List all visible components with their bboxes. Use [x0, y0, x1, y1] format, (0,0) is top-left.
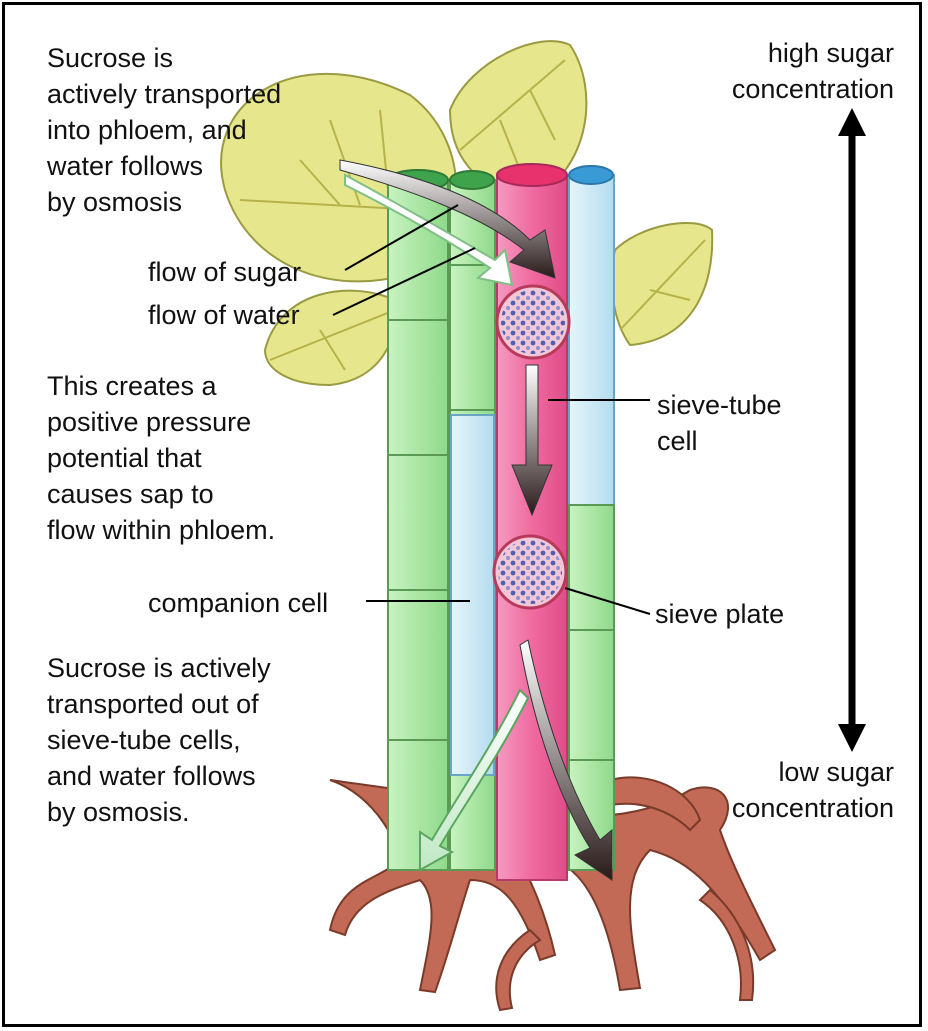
blue-tube [569, 166, 614, 870]
sieve-plate-label: sieve plate [655, 596, 784, 632]
flow-of-sugar-label: flow of sugar [148, 254, 301, 290]
sucrose-out-label: Sucrose is actively transported out of s… [47, 650, 271, 830]
sieve-plate-upper [497, 286, 569, 358]
flow-of-water-label: flow of water [148, 297, 300, 333]
low-sugar-label: low sugar concentration [732, 754, 894, 826]
sieve-plate-lower [494, 536, 566, 608]
pressure-potential-label: This creates a positive pressure potenti… [47, 368, 275, 548]
companion-cell-label: companion cell [148, 585, 328, 621]
sucrose-in-label: Sucrose is actively transported into phl… [47, 40, 281, 220]
leaf-right [612, 223, 712, 345]
sieve-tube-cell-label: sieve-tube cell [657, 387, 782, 459]
concentration-gradient-arrow [838, 108, 866, 752]
high-sugar-label: high sugar concentration [732, 35, 894, 107]
